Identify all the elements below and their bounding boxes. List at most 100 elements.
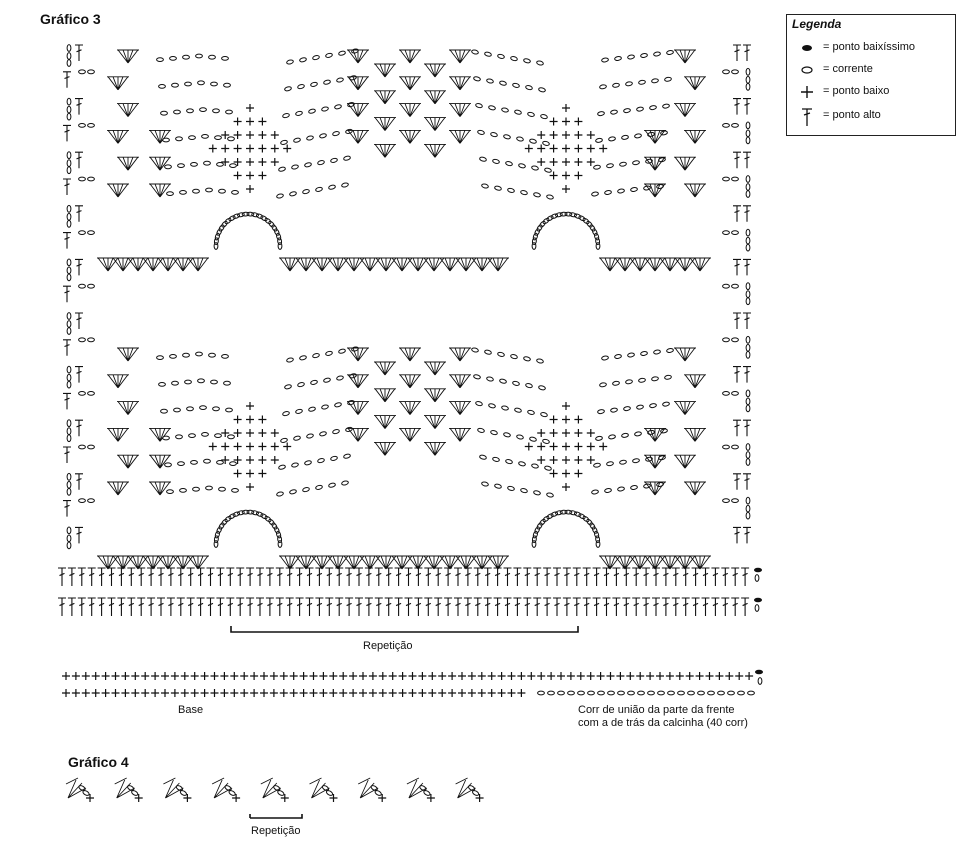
shell-fan: [374, 90, 396, 105]
single-crochet: [507, 689, 516, 697]
shell-fan: [684, 374, 706, 389]
chain-stitch: [223, 380, 231, 386]
single-crochet: [134, 794, 143, 802]
shell-fan: [614, 555, 636, 570]
chain-stitch: [525, 383, 533, 389]
shell-fan: [107, 129, 129, 144]
chain-stitch: [284, 384, 292, 390]
chain-stitch: [332, 131, 340, 137]
single-crochet: [339, 672, 348, 680]
double-crochet: [75, 473, 83, 490]
chain-stitch: [224, 515, 232, 523]
chain-stitch: [745, 67, 751, 76]
chain-stitch: [606, 461, 614, 467]
chain-stitch: [304, 162, 312, 168]
chain-stitch: [127, 785, 135, 791]
double-crochet: [622, 597, 631, 616]
shell-fan: [112, 257, 134, 272]
chain-stitch: [595, 435, 603, 441]
chain-stitch: [251, 510, 259, 516]
double-crochet: [75, 98, 83, 115]
corner-shell-motif: [163, 777, 184, 799]
single-crochet: [586, 456, 595, 464]
single-crochet: [246, 429, 254, 437]
double-crochet: [75, 205, 83, 222]
double-crochet: [196, 597, 205, 616]
shell-fan: [659, 555, 681, 570]
chain-stitch: [468, 785, 476, 791]
double-crochet: [147, 567, 156, 586]
chain-stitch: [538, 87, 546, 93]
single-crochet: [190, 689, 199, 697]
single-crochet: [329, 672, 338, 680]
single-crochet: [232, 794, 241, 802]
double-crochet: [493, 567, 502, 586]
chain-stitch: [542, 217, 550, 225]
chain-stitch: [627, 54, 635, 60]
single-crochet: [210, 689, 219, 697]
shell-fan: [347, 103, 369, 117]
chain-stitch: [745, 397, 751, 406]
chain-stitch: [213, 535, 219, 544]
chain-stitch: [184, 379, 192, 385]
corner-shell-motif: [65, 777, 87, 799]
single-crochet: [574, 442, 583, 451]
shell-fan: [674, 156, 696, 171]
chain-stitch: [274, 228, 280, 236]
single-crochet: [246, 104, 254, 112]
double-crochet: [661, 597, 670, 616]
shell-fan: [347, 49, 369, 64]
double-crochet: [404, 567, 413, 586]
chain-stitch: [523, 356, 531, 362]
double-crochet: [434, 597, 443, 616]
chain-stitch: [722, 337, 730, 343]
single-crochet: [574, 158, 583, 166]
chain-stitch: [745, 121, 751, 130]
chain-stitch: [531, 237, 537, 246]
shell-fan: [117, 49, 139, 64]
chain-stitch: [472, 790, 480, 796]
double-crochet: [733, 526, 741, 544]
chain-stitch: [627, 352, 635, 358]
double-crochet: [345, 567, 354, 586]
chain-stitch: [214, 135, 222, 141]
chain-stitch: [199, 405, 207, 411]
double-crochet: [731, 567, 740, 586]
chain-stitch: [87, 176, 95, 182]
chain-stitch: [177, 461, 185, 467]
double-crochet: [513, 597, 522, 616]
single-crochet: [349, 689, 358, 697]
chain-stitch: [510, 354, 518, 360]
shell-fan: [689, 257, 711, 272]
double-crochet: [572, 597, 581, 616]
double-crochet: [711, 567, 720, 586]
chain-stitch: [540, 114, 548, 120]
double-crochet: [733, 98, 741, 115]
chain-stitch: [520, 190, 528, 196]
chain-stitch: [218, 188, 226, 194]
chain-stitch: [315, 484, 323, 490]
double-crochet: [63, 178, 71, 195]
shell-fan: [455, 257, 477, 272]
double-crochet: [543, 567, 552, 586]
double-crochet: [117, 567, 126, 586]
single-crochet: [695, 672, 704, 680]
shell-fan: [424, 441, 446, 456]
chain-stitch: [707, 690, 715, 696]
chain-stitch: [225, 407, 233, 413]
shell-fan: [374, 415, 396, 429]
chain-stitch: [199, 107, 207, 112]
single-crochet: [91, 689, 100, 697]
shell-fan: [359, 257, 381, 272]
chain-stitch: [291, 164, 299, 170]
corner-shell-motif: [455, 777, 476, 799]
chain-stitch: [343, 155, 351, 161]
chain-stitch: [722, 283, 730, 289]
shell-fan: [311, 555, 333, 570]
chain-stitch: [494, 185, 502, 191]
chain-stitch: [227, 434, 235, 440]
single-crochet: [270, 429, 279, 437]
chain-stitch: [190, 460, 198, 465]
shell-fan: [644, 183, 666, 198]
double-crochet: [206, 597, 215, 616]
